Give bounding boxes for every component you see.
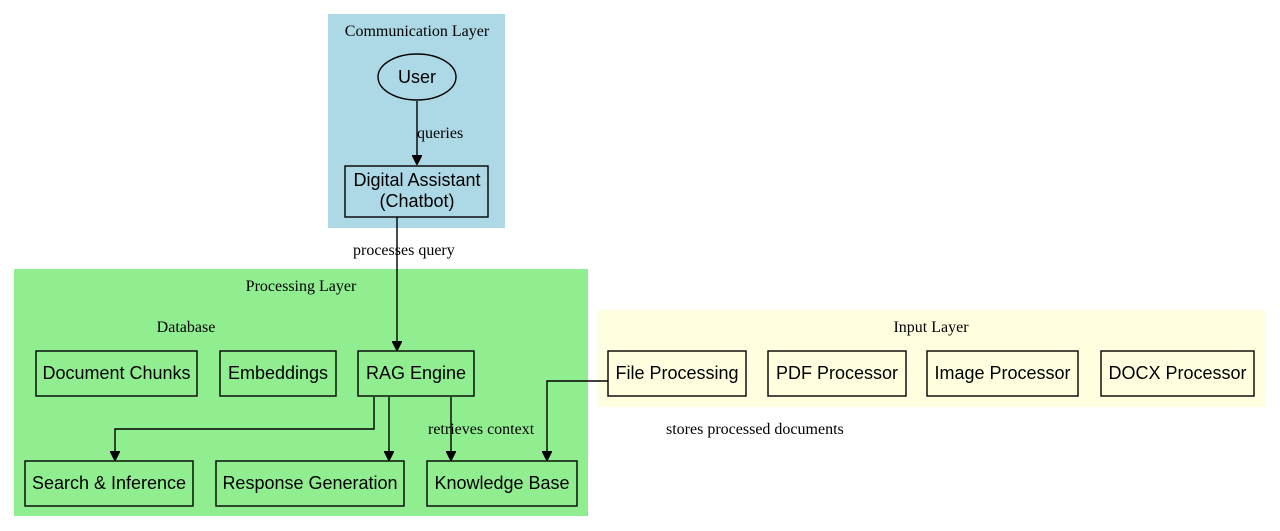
rag-engine-label: RAG Engine: [366, 363, 466, 383]
document-chunks-label: Document Chunks: [42, 363, 190, 383]
file-processing-node[interactable]: File Processing: [607, 350, 747, 397]
search-inference-node[interactable]: Search & Inference: [24, 460, 194, 507]
pdf-processor-label: PDF Processor: [776, 363, 898, 383]
response-generation-node[interactable]: Response Generation: [215, 460, 405, 507]
input-layer-cluster: [597, 310, 1265, 407]
document-chunks-node[interactable]: Document Chunks: [35, 350, 198, 397]
digital-assistant-node[interactable]: Digital Assistant (Chatbot): [344, 165, 489, 218]
file-processing-label: File Processing: [615, 363, 738, 383]
response-generation-label: Response Generation: [222, 473, 397, 493]
knowledge-base-label: Knowledge Base: [434, 473, 569, 493]
embeddings-label: Embeddings: [228, 363, 328, 383]
docx-processor-node[interactable]: DOCX Processor: [1100, 350, 1255, 397]
input-layer-title: Input Layer: [893, 319, 969, 336]
pdf-processor-node[interactable]: PDF Processor: [767, 350, 907, 397]
edge-label-processes-query: processes query: [353, 242, 455, 259]
edge-label-stores-documents: stores processed documents: [666, 421, 844, 438]
knowledge-base-node[interactable]: Knowledge Base: [426, 460, 578, 507]
database-sublabel: Database: [157, 319, 216, 336]
edge-rag-to-search: [115, 397, 375, 460]
image-processor-node[interactable]: Image Processor: [926, 350, 1079, 397]
processing-layer-cluster: [14, 269, 588, 516]
search-inference-label: Search & Inference: [32, 473, 186, 493]
user-node[interactable]: User: [377, 53, 457, 101]
embeddings-node[interactable]: Embeddings: [219, 350, 337, 397]
rag-engine-node[interactable]: RAG Engine: [357, 350, 475, 397]
edge-file-processing-to-knowledge-base: [547, 380, 608, 460]
edge-label-retrieves-context: retrieves context: [428, 421, 535, 438]
digital-assistant-label-line1: Digital Assistant: [353, 170, 480, 190]
user-node-label: User: [398, 67, 436, 87]
communication-layer-title: Communication Layer: [345, 23, 490, 40]
docx-processor-label: DOCX Processor: [1108, 363, 1246, 383]
edge-label-queries: queries: [417, 125, 463, 142]
image-processor-label: Image Processor: [934, 363, 1070, 383]
digital-assistant-label-line2: (Chatbot): [379, 191, 454, 211]
processing-layer-title: Processing Layer: [246, 278, 357, 295]
